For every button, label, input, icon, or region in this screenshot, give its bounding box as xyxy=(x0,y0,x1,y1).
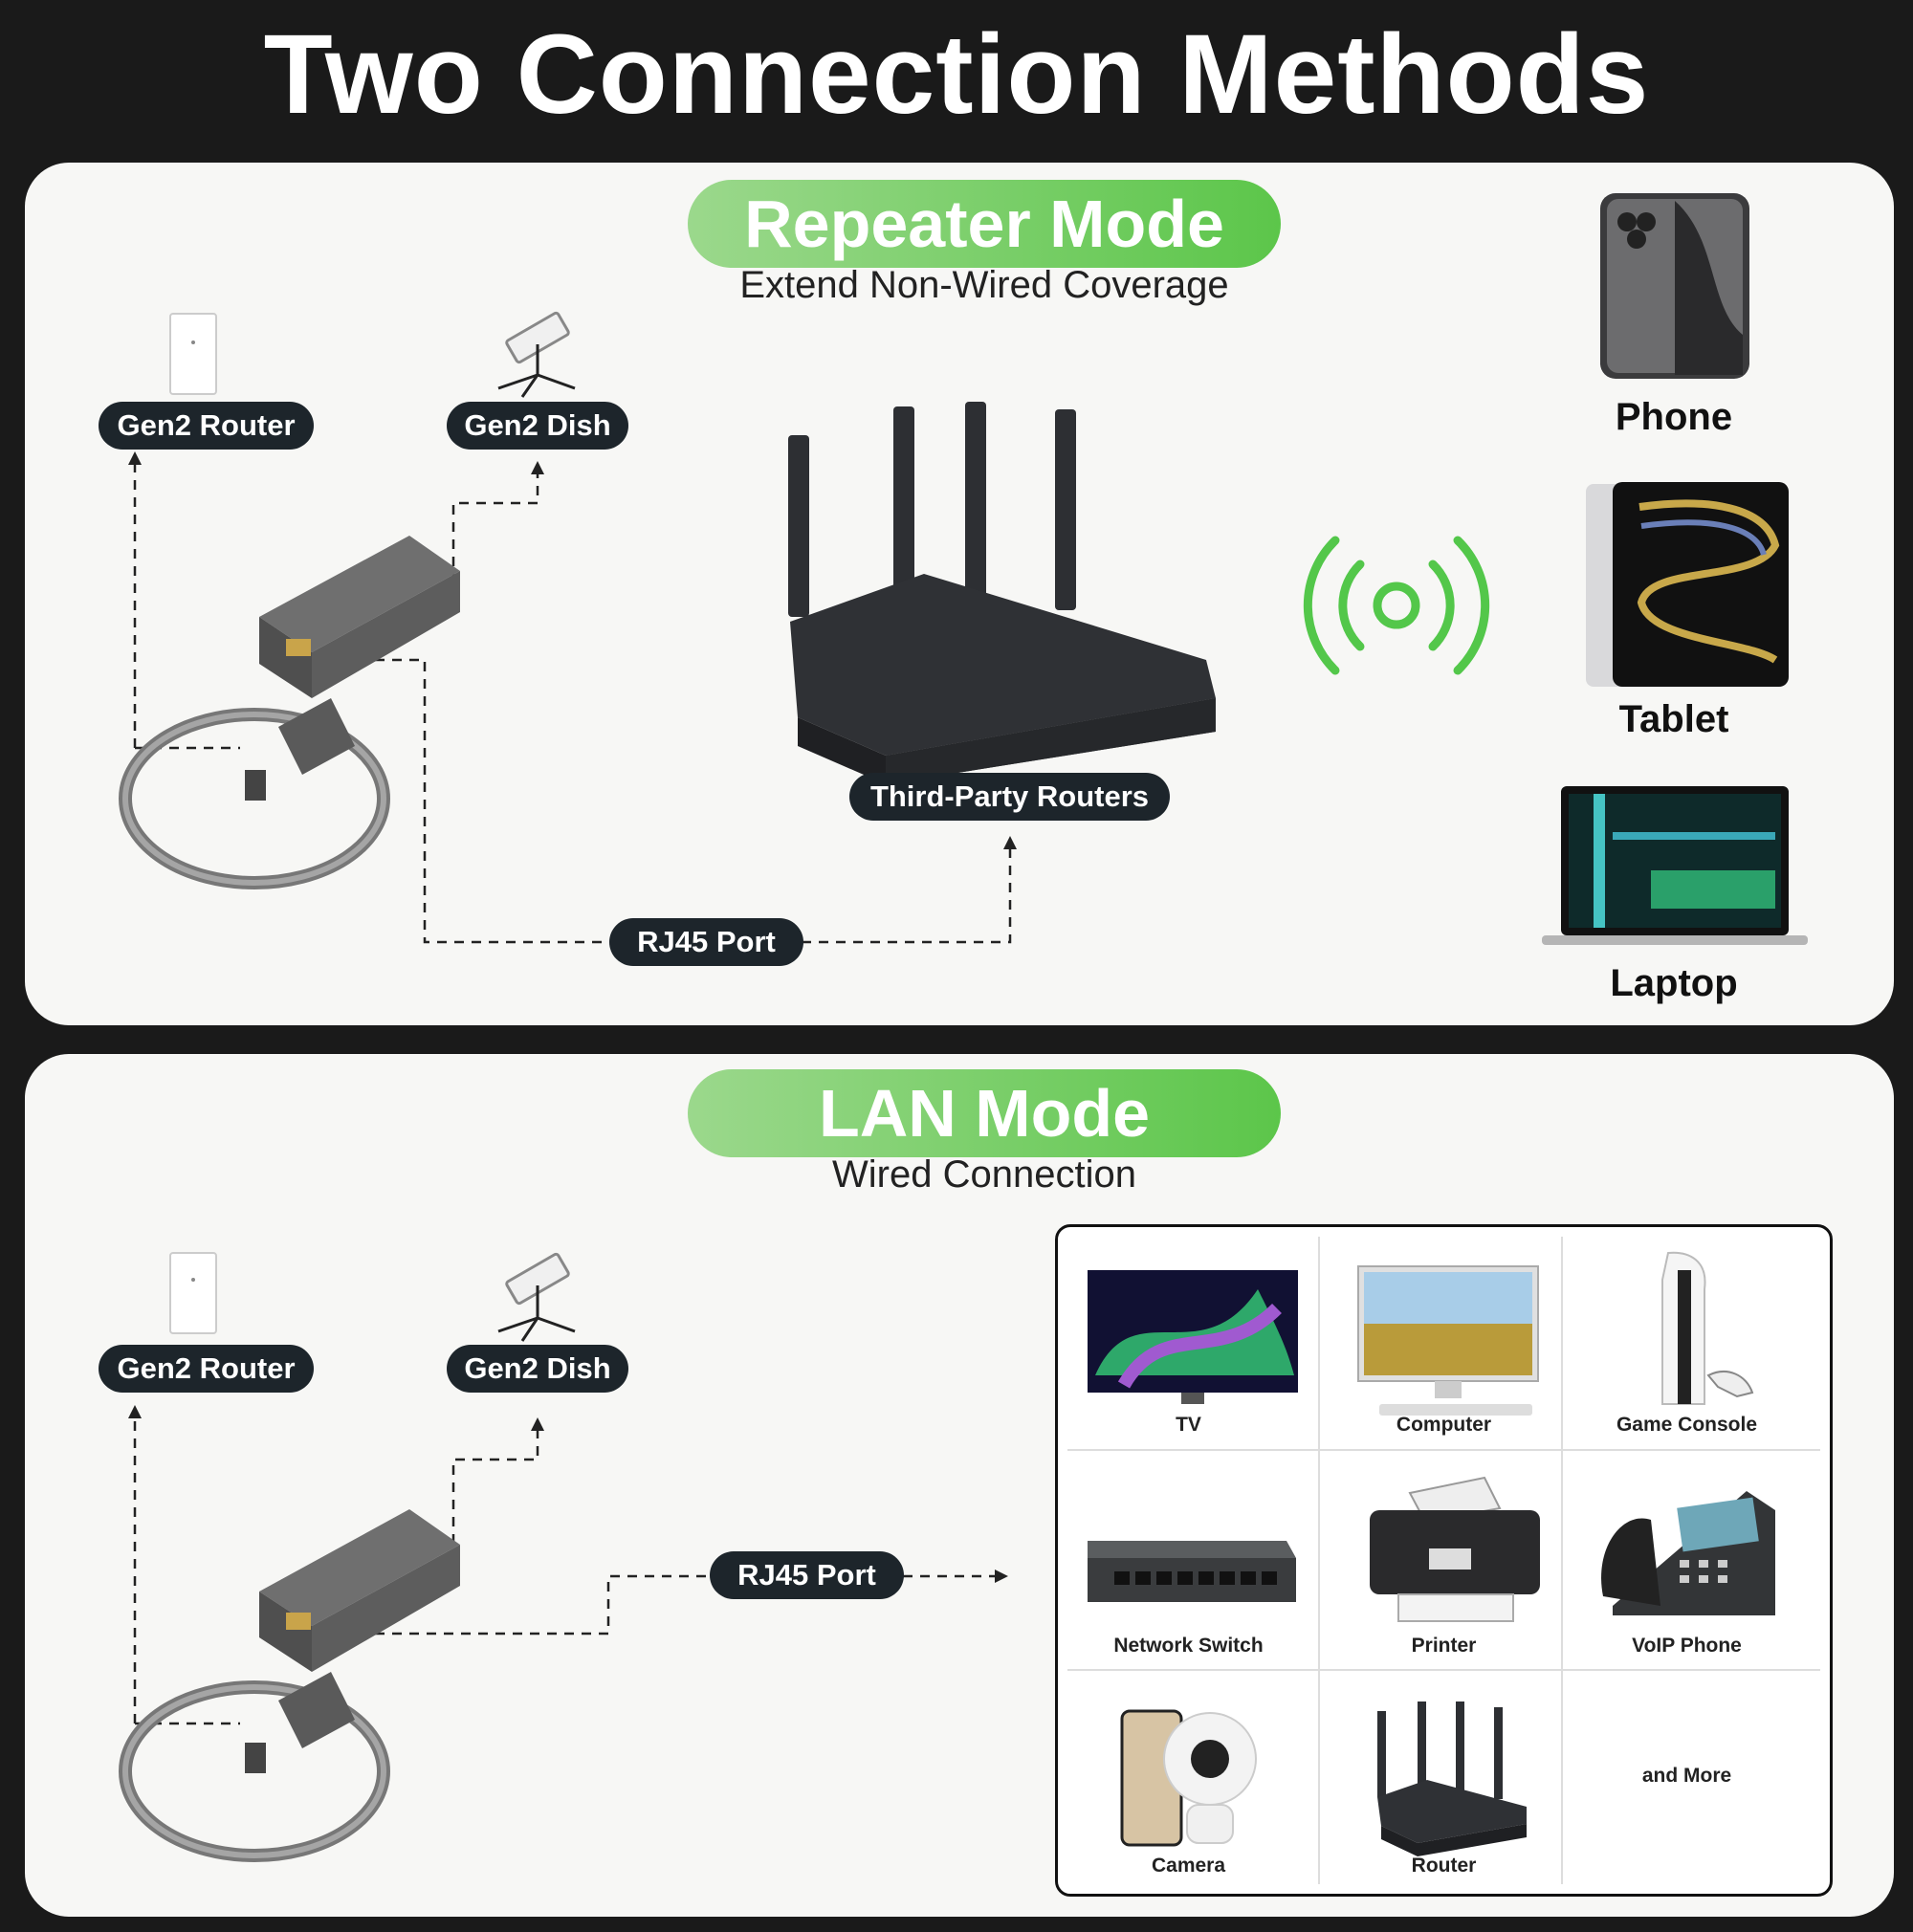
grid-dividers xyxy=(1067,1237,1820,1884)
page-title: Two Connection Methods xyxy=(263,11,1650,138)
grid-label-and-more: and More xyxy=(1641,1765,1732,1787)
tablet-icon xyxy=(1586,482,1789,687)
grid-cell-and-more: and More xyxy=(1565,1673,1809,1889)
device-label-phone: Phone xyxy=(1615,396,1733,438)
computer-icon xyxy=(1357,1265,1539,1416)
laptop-icon xyxy=(1542,786,1808,945)
grid-cell-printer: Printer xyxy=(1322,1453,1566,1669)
tv-icon xyxy=(1088,1270,1298,1404)
repeater-mode-subtitle: Extend Non-Wired Coverage xyxy=(739,264,1229,306)
rj45-port-tag: RJ45 Port xyxy=(710,1551,904,1599)
grid-cell-network-switch: Network Switch xyxy=(1066,1453,1310,1669)
ethernet-adapter-icon xyxy=(119,536,460,889)
repeater-mode-panel: Repeater Mode Extend Non-Wired Coverage xyxy=(25,163,1894,1025)
phone-icon xyxy=(1600,193,1749,379)
grid-label-router: Router xyxy=(1411,1855,1477,1877)
gen2-router-tag: Gen2 Router xyxy=(99,402,314,450)
printer-icon xyxy=(1370,1476,1540,1622)
grid-label-printer: Printer xyxy=(1411,1635,1477,1657)
grid-cell-camera: Camera xyxy=(1066,1673,1310,1889)
grid-label-voip-phone: VoIP Phone xyxy=(1632,1635,1742,1657)
network-switch-icon xyxy=(1088,1541,1296,1602)
gen2-dish-icon xyxy=(497,311,576,398)
grid-label-camera: Camera xyxy=(1151,1855,1226,1877)
gen2-dish-tag: Gen2 Dish xyxy=(447,402,628,450)
repeater-diagram-graphics xyxy=(119,193,1808,945)
gen2-dish-icon xyxy=(497,1252,576,1342)
grid-label-computer: Computer xyxy=(1396,1414,1492,1436)
ethernet-adapter-icon xyxy=(119,1509,460,1862)
grid-cell-game-console: Game Console xyxy=(1565,1232,1809,1448)
lan-mode-subtitle: Wired Connection xyxy=(832,1153,1136,1196)
grid-cell-voip-phone: VoIP Phone xyxy=(1565,1453,1809,1669)
wifi-signal-icon xyxy=(1303,536,1490,675)
grid-label-tv: TV xyxy=(1176,1414,1201,1436)
device-label-laptop: Laptop xyxy=(1610,962,1738,1004)
gen2-router-icon xyxy=(169,1252,217,1334)
grid-label-game-console: Game Console xyxy=(1616,1414,1758,1436)
device-label-tablet: Tablet xyxy=(1618,698,1729,740)
grid-cell-router: Router xyxy=(1322,1673,1566,1889)
router-icon xyxy=(1377,1701,1527,1856)
gen2-router-tag: Gen2 Router xyxy=(99,1345,314,1393)
lan-mode-title: LAN Mode xyxy=(688,1069,1281,1157)
lan-diagram-graphics xyxy=(119,1252,1008,1862)
rj45-port-tag: RJ45 Port xyxy=(609,918,803,966)
lan-device-grid: TV Computer Game Console xyxy=(1055,1224,1833,1897)
grid-cell-tv: TV xyxy=(1066,1232,1310,1448)
repeater-mode-title: Repeater Mode xyxy=(688,180,1281,268)
voip-phone-icon xyxy=(1601,1491,1775,1615)
grid-label-network-switch: Network Switch xyxy=(1113,1635,1264,1657)
third-party-routers-tag: Third-Party Routers xyxy=(849,773,1170,821)
game-console-icon xyxy=(1661,1251,1754,1405)
camera-icon xyxy=(1120,1709,1257,1847)
grid-cell-computer: Computer xyxy=(1322,1232,1566,1448)
gen2-router-icon xyxy=(169,313,217,395)
third-party-router-icon xyxy=(788,402,1216,784)
gen2-dish-tag: Gen2 Dish xyxy=(447,1345,628,1393)
